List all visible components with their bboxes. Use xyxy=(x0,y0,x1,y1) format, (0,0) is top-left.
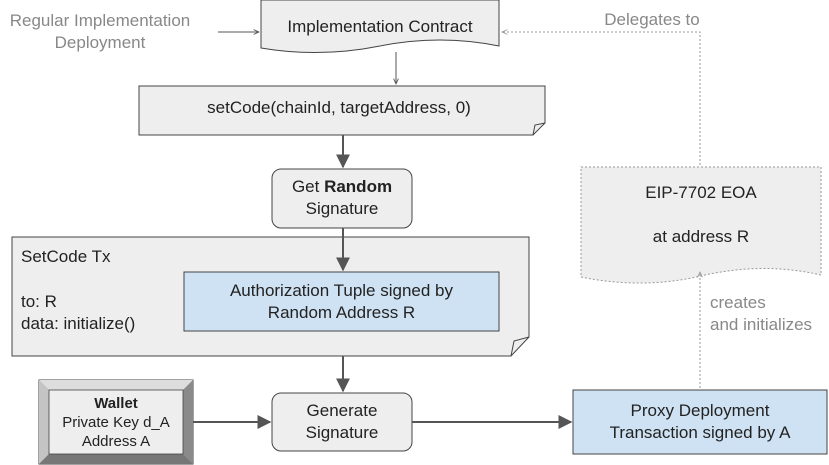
creates-label: creates and initializes xyxy=(710,293,813,334)
wallet-label: Wallet Private Key d_A Address A xyxy=(62,395,170,450)
authorization-tuple-box xyxy=(183,271,500,332)
setcode-call-label: setCode(chainId, targetAddress, 0) xyxy=(207,98,471,117)
get-random-signature-label: Get Random Signature xyxy=(291,177,393,218)
wallet-box xyxy=(38,379,194,465)
setcode-tx-title: SetCode Tx xyxy=(21,247,111,266)
generate-signature-label: Generate Signature xyxy=(305,401,379,442)
proxy-deployment-label: Proxy Deployment Transaction signed by A xyxy=(609,401,791,442)
proxy-deployment-box xyxy=(572,389,828,455)
implementation-contract-label: Implementation Contract xyxy=(287,17,473,36)
eoa-label: EIP-7702 EOA at address R xyxy=(645,183,757,246)
implementation-contract-box xyxy=(260,0,500,54)
eoa-box xyxy=(580,166,822,284)
external-label: Regular Implementation Deployment xyxy=(9,11,191,52)
setcode-tx-data: data: initialize() xyxy=(21,314,136,333)
delegates-label: Delegates to xyxy=(604,10,700,29)
setcode-call-box xyxy=(138,85,546,136)
eoa-delegates-arrow xyxy=(502,32,701,165)
authorization-tuple-label: Authorization Tuple signed by Random Add… xyxy=(229,281,454,322)
setcode-tx-to: to: R xyxy=(21,292,57,311)
